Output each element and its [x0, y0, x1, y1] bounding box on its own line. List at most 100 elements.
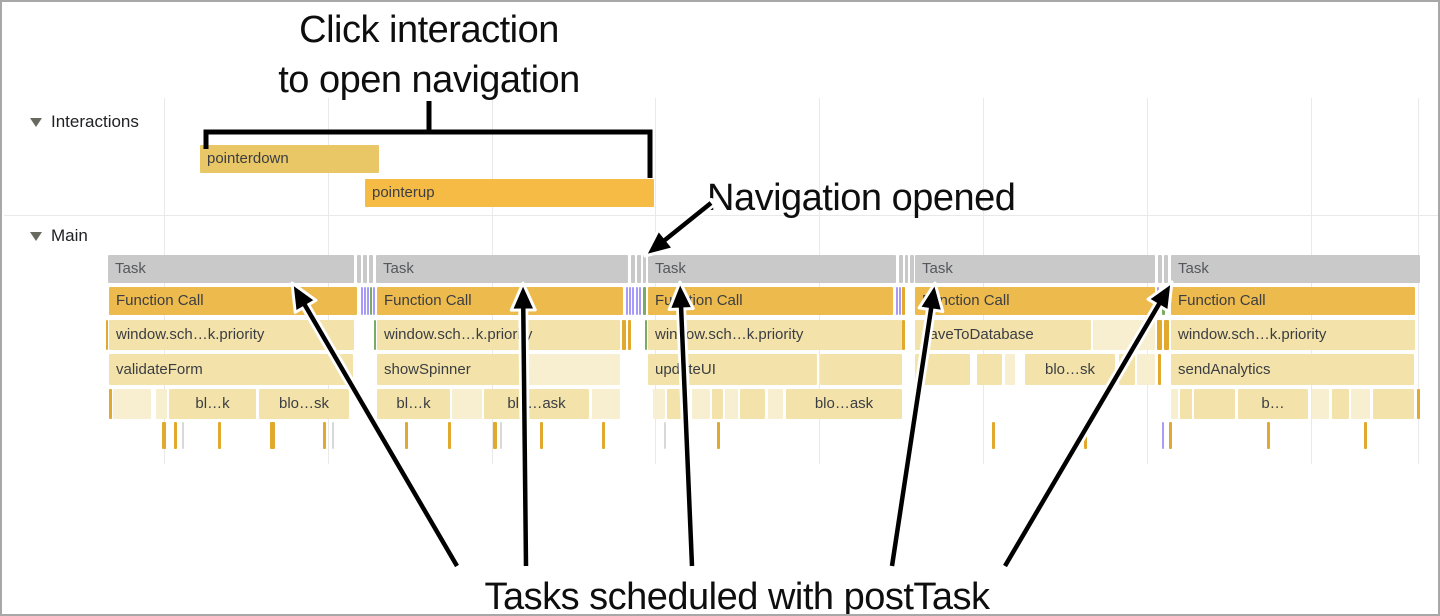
- flame-stripe[interactable]: [628, 320, 631, 350]
- flame-stripe[interactable]: [639, 287, 641, 315]
- flame-bar[interactable]: [1351, 389, 1370, 419]
- flame-stripe[interactable]: [631, 255, 635, 283]
- flame-stripe[interactable]: [373, 287, 375, 315]
- flame-bar[interactable]: [653, 389, 665, 419]
- flame-stripe[interactable]: [357, 255, 361, 283]
- flame-bar[interactable]: [667, 389, 690, 419]
- flame-tick[interactable]: [405, 422, 408, 449]
- flame-bar-function-call[interactable]: Function Call: [915, 287, 1155, 315]
- flame-stripe[interactable]: [636, 287, 638, 315]
- flame-bar-showspinner[interactable]: showSpinner: [377, 354, 521, 385]
- flame-bar-updateui[interactable]: updateUI: [648, 354, 817, 385]
- flame-stripe[interactable]: [363, 255, 367, 283]
- flame-stripe[interactable]: [367, 287, 369, 315]
- flame-tick[interactable]: [323, 422, 326, 449]
- flame-bar[interactable]: [1180, 389, 1192, 419]
- flame-stripe[interactable]: [1164, 320, 1169, 350]
- flame-tick[interactable]: [717, 422, 720, 449]
- flame-tick[interactable]: [218, 422, 221, 449]
- flame-bar[interactable]: [452, 389, 482, 419]
- flame-bar[interactable]: [1194, 389, 1235, 419]
- flame-stripe[interactable]: [364, 287, 366, 315]
- flame-bar[interactable]: [113, 389, 151, 419]
- flame-stripe[interactable]: [374, 320, 376, 350]
- flame-stripe[interactable]: [902, 287, 905, 315]
- flame-stripe[interactable]: [1164, 255, 1168, 283]
- flame-bar[interactable]: [712, 389, 723, 419]
- flame-bar[interactable]: [1171, 389, 1178, 419]
- flame-bar-function-call[interactable]: Function Call: [377, 287, 623, 315]
- flame-tick[interactable]: [992, 422, 995, 449]
- flame-bar-task[interactable]: Task: [648, 255, 896, 283]
- flame-bar[interactable]: [592, 389, 620, 419]
- flame-stripe[interactable]: [899, 287, 901, 315]
- flame-bar-sendanalytics[interactable]: sendAnalytics: [1171, 354, 1414, 385]
- flame-stripe[interactable]: [1157, 320, 1162, 350]
- flame-bar-b[interactable]: b…: [1238, 389, 1308, 419]
- flame-stripe[interactable]: [629, 287, 631, 315]
- flame-bar[interactable]: [1119, 354, 1135, 385]
- flame-bar[interactable]: [1137, 354, 1155, 385]
- flame-tick[interactable]: [162, 422, 166, 449]
- flame-tick[interactable]: [1084, 422, 1087, 449]
- flame-bar-function-call[interactable]: Function Call: [648, 287, 893, 315]
- flame-bar-blo-sk[interactable]: blo…sk: [259, 389, 349, 419]
- flame-tick[interactable]: [270, 422, 275, 449]
- flame-stripe[interactable]: [896, 287, 898, 315]
- flame-bar-pointerup[interactable]: pointerup: [365, 179, 654, 207]
- flame-bar-task[interactable]: Task: [915, 255, 1155, 283]
- interactions-track-toggle[interactable]: Interactions: [30, 112, 139, 132]
- flame-bar[interactable]: [1312, 389, 1329, 419]
- flame-stripe[interactable]: [643, 287, 646, 315]
- flame-stripe[interactable]: [1158, 255, 1162, 283]
- flame-stripe[interactable]: [645, 320, 647, 350]
- flame-stripe[interactable]: [905, 255, 908, 283]
- flame-stripe[interactable]: [910, 255, 914, 283]
- flame-bar-validateform[interactable]: validateForm: [109, 354, 353, 385]
- flame-bar[interactable]: [692, 389, 710, 419]
- flame-stripe[interactable]: [902, 320, 905, 350]
- flame-bar-bl-k[interactable]: bl…k: [377, 389, 450, 419]
- flame-stripe[interactable]: [626, 287, 628, 315]
- flame-bar-window-sch-k-priority[interactable]: window.sch…k.priority: [1171, 320, 1415, 350]
- flame-bar-window-sch-k-priority[interactable]: window.sch…k.priority: [648, 320, 902, 350]
- flame-bar-function-call[interactable]: Function Call: [109, 287, 357, 315]
- flame-bar-task[interactable]: Task: [108, 255, 354, 283]
- flame-stripe[interactable]: [632, 287, 634, 315]
- flame-tick[interactable]: [493, 422, 497, 449]
- flame-bar-window-sch-k-priority[interactable]: window.sch…k.priority: [377, 320, 620, 350]
- flame-bar[interactable]: [820, 354, 902, 385]
- flame-stripe[interactable]: [1158, 354, 1161, 385]
- flame-stripe[interactable]: [637, 255, 641, 283]
- flame-stripe[interactable]: [1157, 287, 1159, 315]
- flame-tick[interactable]: [448, 422, 451, 449]
- flame-bar-blo-sk[interactable]: blo…sk: [1025, 354, 1115, 385]
- flame-tick[interactable]: [1364, 422, 1367, 449]
- flame-tick[interactable]: [682, 422, 685, 449]
- flame-stripe[interactable]: [109, 389, 112, 419]
- flame-bar-task[interactable]: Task: [1171, 255, 1420, 283]
- flame-bar-bl-k[interactable]: bl…k: [169, 389, 256, 419]
- flame-stripe[interactable]: [622, 320, 626, 350]
- flame-bar[interactable]: [977, 354, 1002, 385]
- flame-bar[interactable]: [915, 354, 970, 385]
- flame-bar[interactable]: [1373, 389, 1414, 419]
- flame-bar[interactable]: [768, 389, 783, 419]
- flame-tick[interactable]: [1169, 422, 1172, 449]
- flame-bar[interactable]: [523, 354, 620, 385]
- flame-stripe[interactable]: [369, 255, 373, 283]
- flame-tick[interactable]: [174, 422, 177, 449]
- flame-bar-blo-ask[interactable]: blo…ask: [786, 389, 902, 419]
- flame-bar[interactable]: [1332, 389, 1349, 419]
- flame-bar[interactable]: [1005, 354, 1015, 385]
- flame-bar-savetodatabase[interactable]: saveToDatabase: [915, 320, 1091, 350]
- flame-stripe[interactable]: [370, 287, 372, 315]
- flame-tick[interactable]: [1162, 422, 1164, 449]
- flame-stripe[interactable]: [643, 255, 646, 283]
- flame-bar-pointerdown[interactable]: pointerdown: [200, 145, 379, 173]
- flame-bar-function-call[interactable]: Function Call: [1171, 287, 1415, 315]
- flame-bar-blo-ask[interactable]: blo…ask: [484, 389, 589, 419]
- flame-stripe[interactable]: [361, 287, 363, 315]
- flame-bar[interactable]: [156, 389, 167, 419]
- flame-stripe[interactable]: [106, 320, 108, 350]
